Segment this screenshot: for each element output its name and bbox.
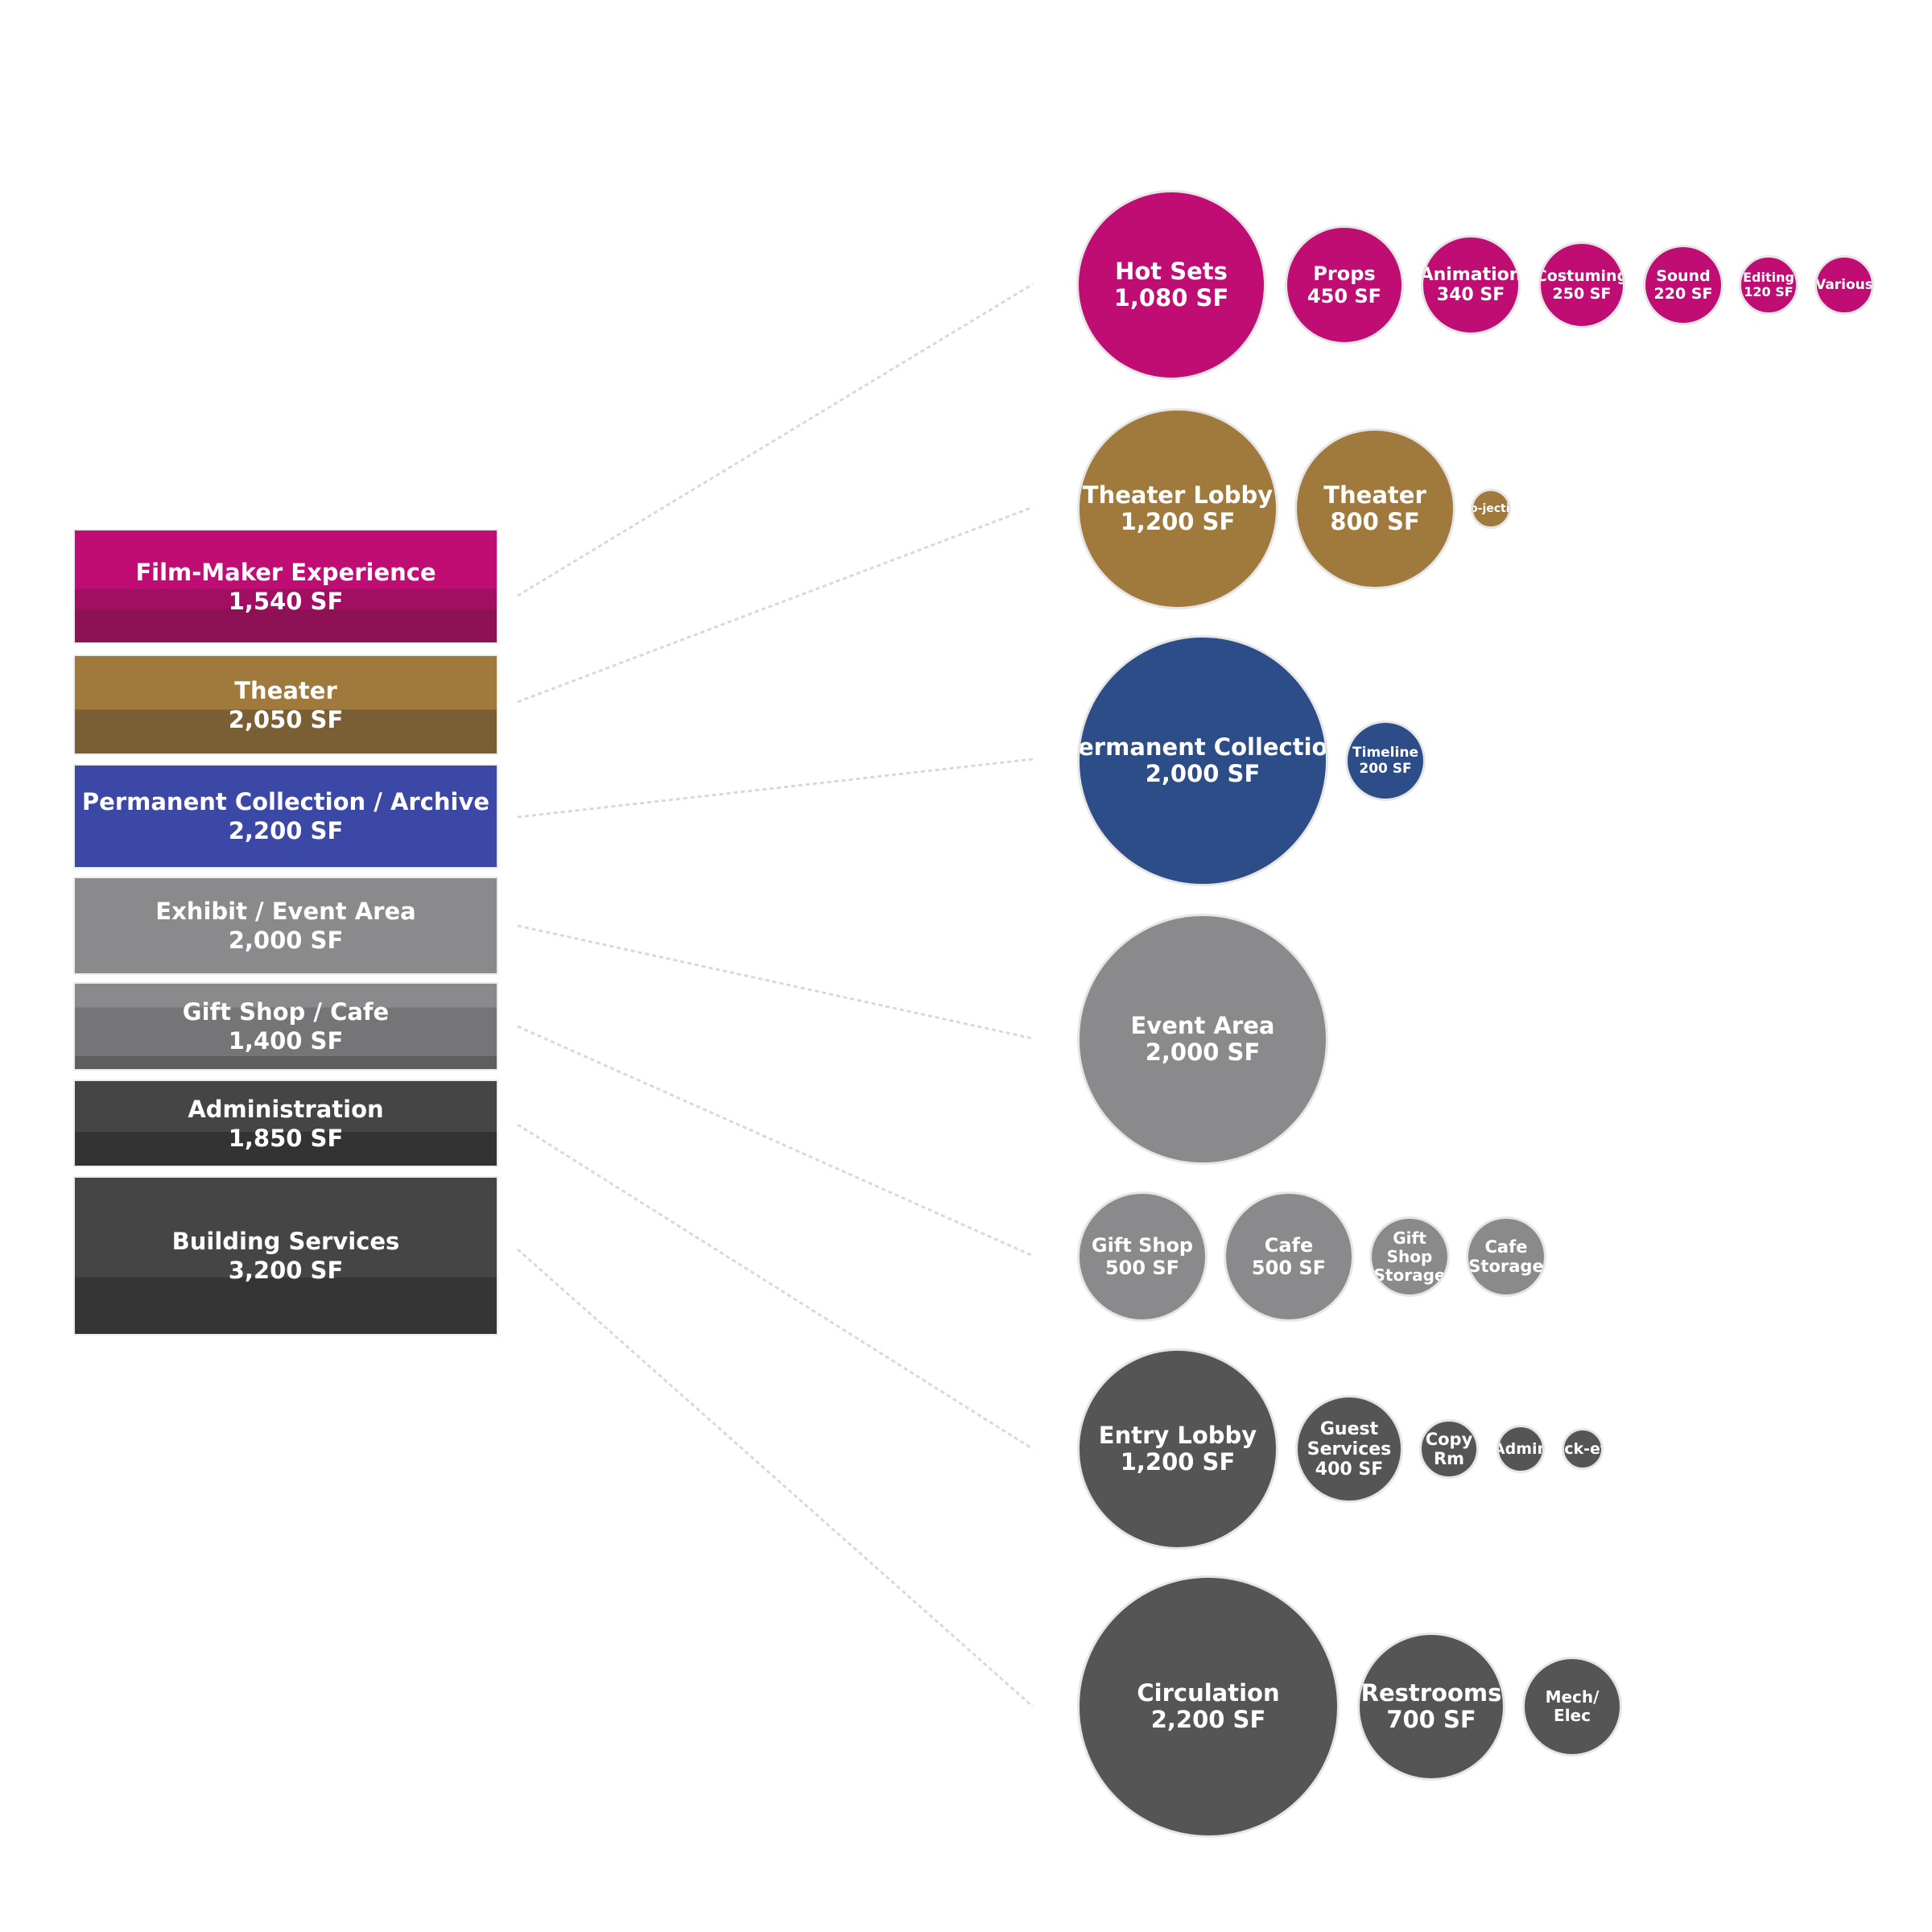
category-area: 1,540 SF: [228, 587, 344, 615]
space-name: Theater: [1323, 481, 1426, 509]
space-name: Costuming: [1538, 267, 1625, 285]
category-name: Exhibit / Event Area: [155, 898, 416, 925]
space-bubble-mech-elec: Mech/ Elec: [1522, 1657, 1622, 1757]
space-name: Copy Rm: [1425, 1430, 1473, 1468]
space-name: Cafe Storage: [1468, 1237, 1544, 1276]
space-name: Circulation: [1137, 1679, 1280, 1707]
category-area: 2,050 SF: [228, 705, 344, 733]
category-area: 2,000 SF: [228, 927, 344, 954]
category-name: Film-Maker Experience: [135, 558, 436, 586]
space-name: Entry Lobby: [1098, 1422, 1257, 1449]
space-bubble-admin: Admin: [1496, 1425, 1545, 1473]
category-name: Gift Shop / Cafe: [182, 998, 390, 1026]
category-area: 3,200 SF: [228, 1257, 344, 1284]
category-area: 1,850 SF: [228, 1124, 344, 1152]
category-name: Theater: [234, 676, 337, 704]
space-bubble-gift-shop-storage: Gift Shop Storage: [1369, 1216, 1450, 1297]
space-area: 800 SF: [1330, 508, 1420, 535]
category-area: 1,400 SF: [228, 1027, 344, 1055]
space-area: 400 SF: [1315, 1459, 1384, 1480]
space-name: Admin: [1499, 1440, 1542, 1458]
connector-line-theater: [517, 506, 1034, 704]
category-name: Building Services: [171, 1228, 400, 1255]
space-bubble-pro-jection: Pro-jection: [1471, 489, 1511, 529]
space-area: 1,200 SF: [1120, 508, 1236, 535]
space-bubble-permanent-collection: Permanent Collection2,000 SF: [1077, 635, 1328, 886]
space-area: 700 SF: [1386, 1706, 1476, 1733]
space-bubble-various: Various: [1814, 255, 1874, 315]
space-name: Editing: [1743, 270, 1794, 285]
space-name: Permanent Collection: [1078, 733, 1328, 761]
category-name: Permanent Collection / Archive: [81, 788, 490, 815]
space-name: Mech/ Elec: [1545, 1687, 1600, 1725]
category-name: Administration: [188, 1095, 384, 1123]
space-area: 1,080 SF: [1113, 284, 1229, 312]
space-name: Restrooms: [1360, 1679, 1502, 1707]
space-area: 340 SF: [1436, 285, 1505, 305]
space-area: 120 SF: [1744, 284, 1794, 299]
space-name: Gift Shop Storage: [1373, 1228, 1446, 1285]
space-area: 200 SF: [1359, 761, 1412, 777]
connector-line-administration: [517, 1123, 1034, 1451]
space-area: 500 SF: [1104, 1257, 1180, 1279]
space-name: Hot Sets: [1115, 258, 1228, 285]
space-name: Cafe: [1264, 1234, 1314, 1257]
space-name: Props: [1313, 262, 1376, 285]
space-area: 500 SF: [1251, 1257, 1327, 1279]
space-area: 2,000 SF: [1145, 760, 1261, 787]
space-name: Various: [1815, 277, 1873, 293]
connector-line-exhibit-event-area: [517, 924, 1034, 1040]
connector-line-permanent-collection-archive: [517, 758, 1034, 819]
space-area: 1,200 SF: [1120, 1448, 1236, 1476]
space-bubble-cafe-storage: Cafe Storage: [1466, 1216, 1546, 1297]
space-name: Pro-jection: [1471, 502, 1510, 515]
space-name: Theater Lobby: [1082, 481, 1274, 509]
connector-line-film-maker-experience: [517, 283, 1034, 597]
space-area: 250 SF: [1552, 285, 1612, 303]
space-area: 2,200 SF: [1150, 1706, 1266, 1733]
space-area: 220 SF: [1653, 285, 1713, 303]
space-area: 2,000 SF: [1145, 1038, 1261, 1066]
space-name: Timeline: [1352, 745, 1418, 761]
space-name: Event Area: [1130, 1012, 1275, 1039]
space-bubble-copy-rm: Copy Rm: [1419, 1419, 1479, 1479]
space-name: Sound: [1656, 267, 1711, 285]
space-area: 450 SF: [1307, 285, 1382, 308]
connector-line-gift-shop-cafe: [517, 1025, 1034, 1257]
space-name: Tick-ets: [1564, 1440, 1601, 1458]
connector-line-building-services: [517, 1248, 1034, 1708]
space-name: Animation: [1421, 265, 1521, 285]
space-bubble-tick-ets: Tick-ets: [1562, 1428, 1604, 1470]
category-area: 2,200 SF: [228, 817, 344, 844]
space-name: Guest Services: [1307, 1418, 1392, 1459]
space-name: Gift Shop: [1091, 1234, 1194, 1257]
